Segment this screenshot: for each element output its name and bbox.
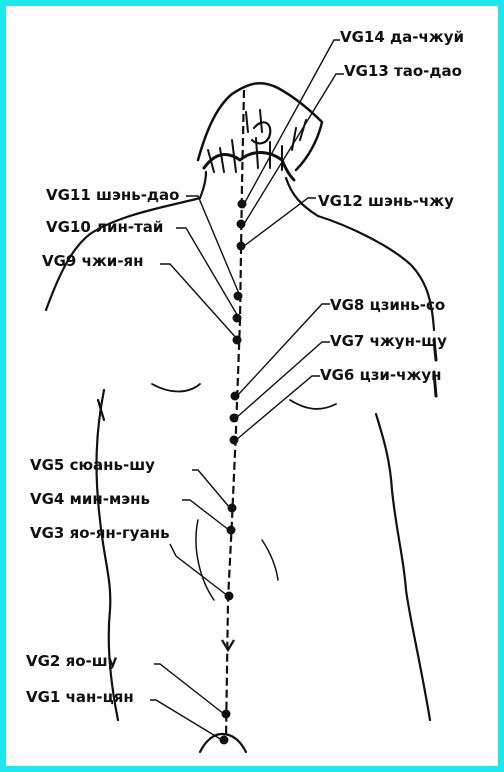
label-vg9: VG9 чжи-ян — [42, 252, 144, 270]
point-vg6 — [230, 436, 239, 445]
labels: VG14 да-чжуй VG13 тао-дао VG11 шэнь-дао … — [26, 28, 464, 706]
leader-vg9 — [160, 264, 238, 340]
label-vg11: VG11 шэнь-дао — [46, 186, 179, 204]
label-vg5: VG5 сюань-шу — [30, 456, 155, 474]
label-vg12: VG12 шэнь-чжу — [318, 192, 454, 210]
leader-vg2 — [154, 664, 224, 714]
point-vg9 — [233, 336, 242, 345]
label-vg3: VG3 яо-ян-гуань — [30, 524, 170, 542]
point-vg3 — [225, 592, 234, 601]
leader-vg10 — [176, 228, 239, 318]
point-vg4 — [227, 526, 236, 535]
label-vg1: VG1 чан-цян — [26, 688, 134, 706]
leader-vg4 — [182, 500, 229, 530]
leader-vg7 — [236, 342, 330, 418]
point-vg8 — [231, 392, 240, 401]
points — [220, 200, 247, 745]
label-vg8: VG8 цзинь-со — [330, 296, 445, 314]
leader-vg3 — [170, 544, 228, 596]
label-vg10: VG10 лин-тай — [46, 218, 163, 236]
label-vg13: VG13 тао-дао — [344, 62, 462, 80]
point-vg7 — [230, 414, 239, 423]
label-vg2: VG2 яо-шу — [26, 652, 118, 670]
label-vg7: VG7 чжун-шу — [330, 332, 447, 350]
leader-vg11 — [186, 196, 240, 296]
label-vg14: VG14 да-чжуй — [340, 28, 464, 46]
leader-vg8 — [237, 304, 330, 396]
leader-vg5 — [192, 470, 230, 508]
label-vg4: VG4 мин-мэнь — [30, 490, 150, 508]
point-vg5 — [228, 504, 237, 513]
label-vg6: VG6 цзи-чжун — [320, 366, 442, 384]
leader-vg1 — [150, 700, 222, 740]
point-vg2 — [222, 710, 231, 719]
